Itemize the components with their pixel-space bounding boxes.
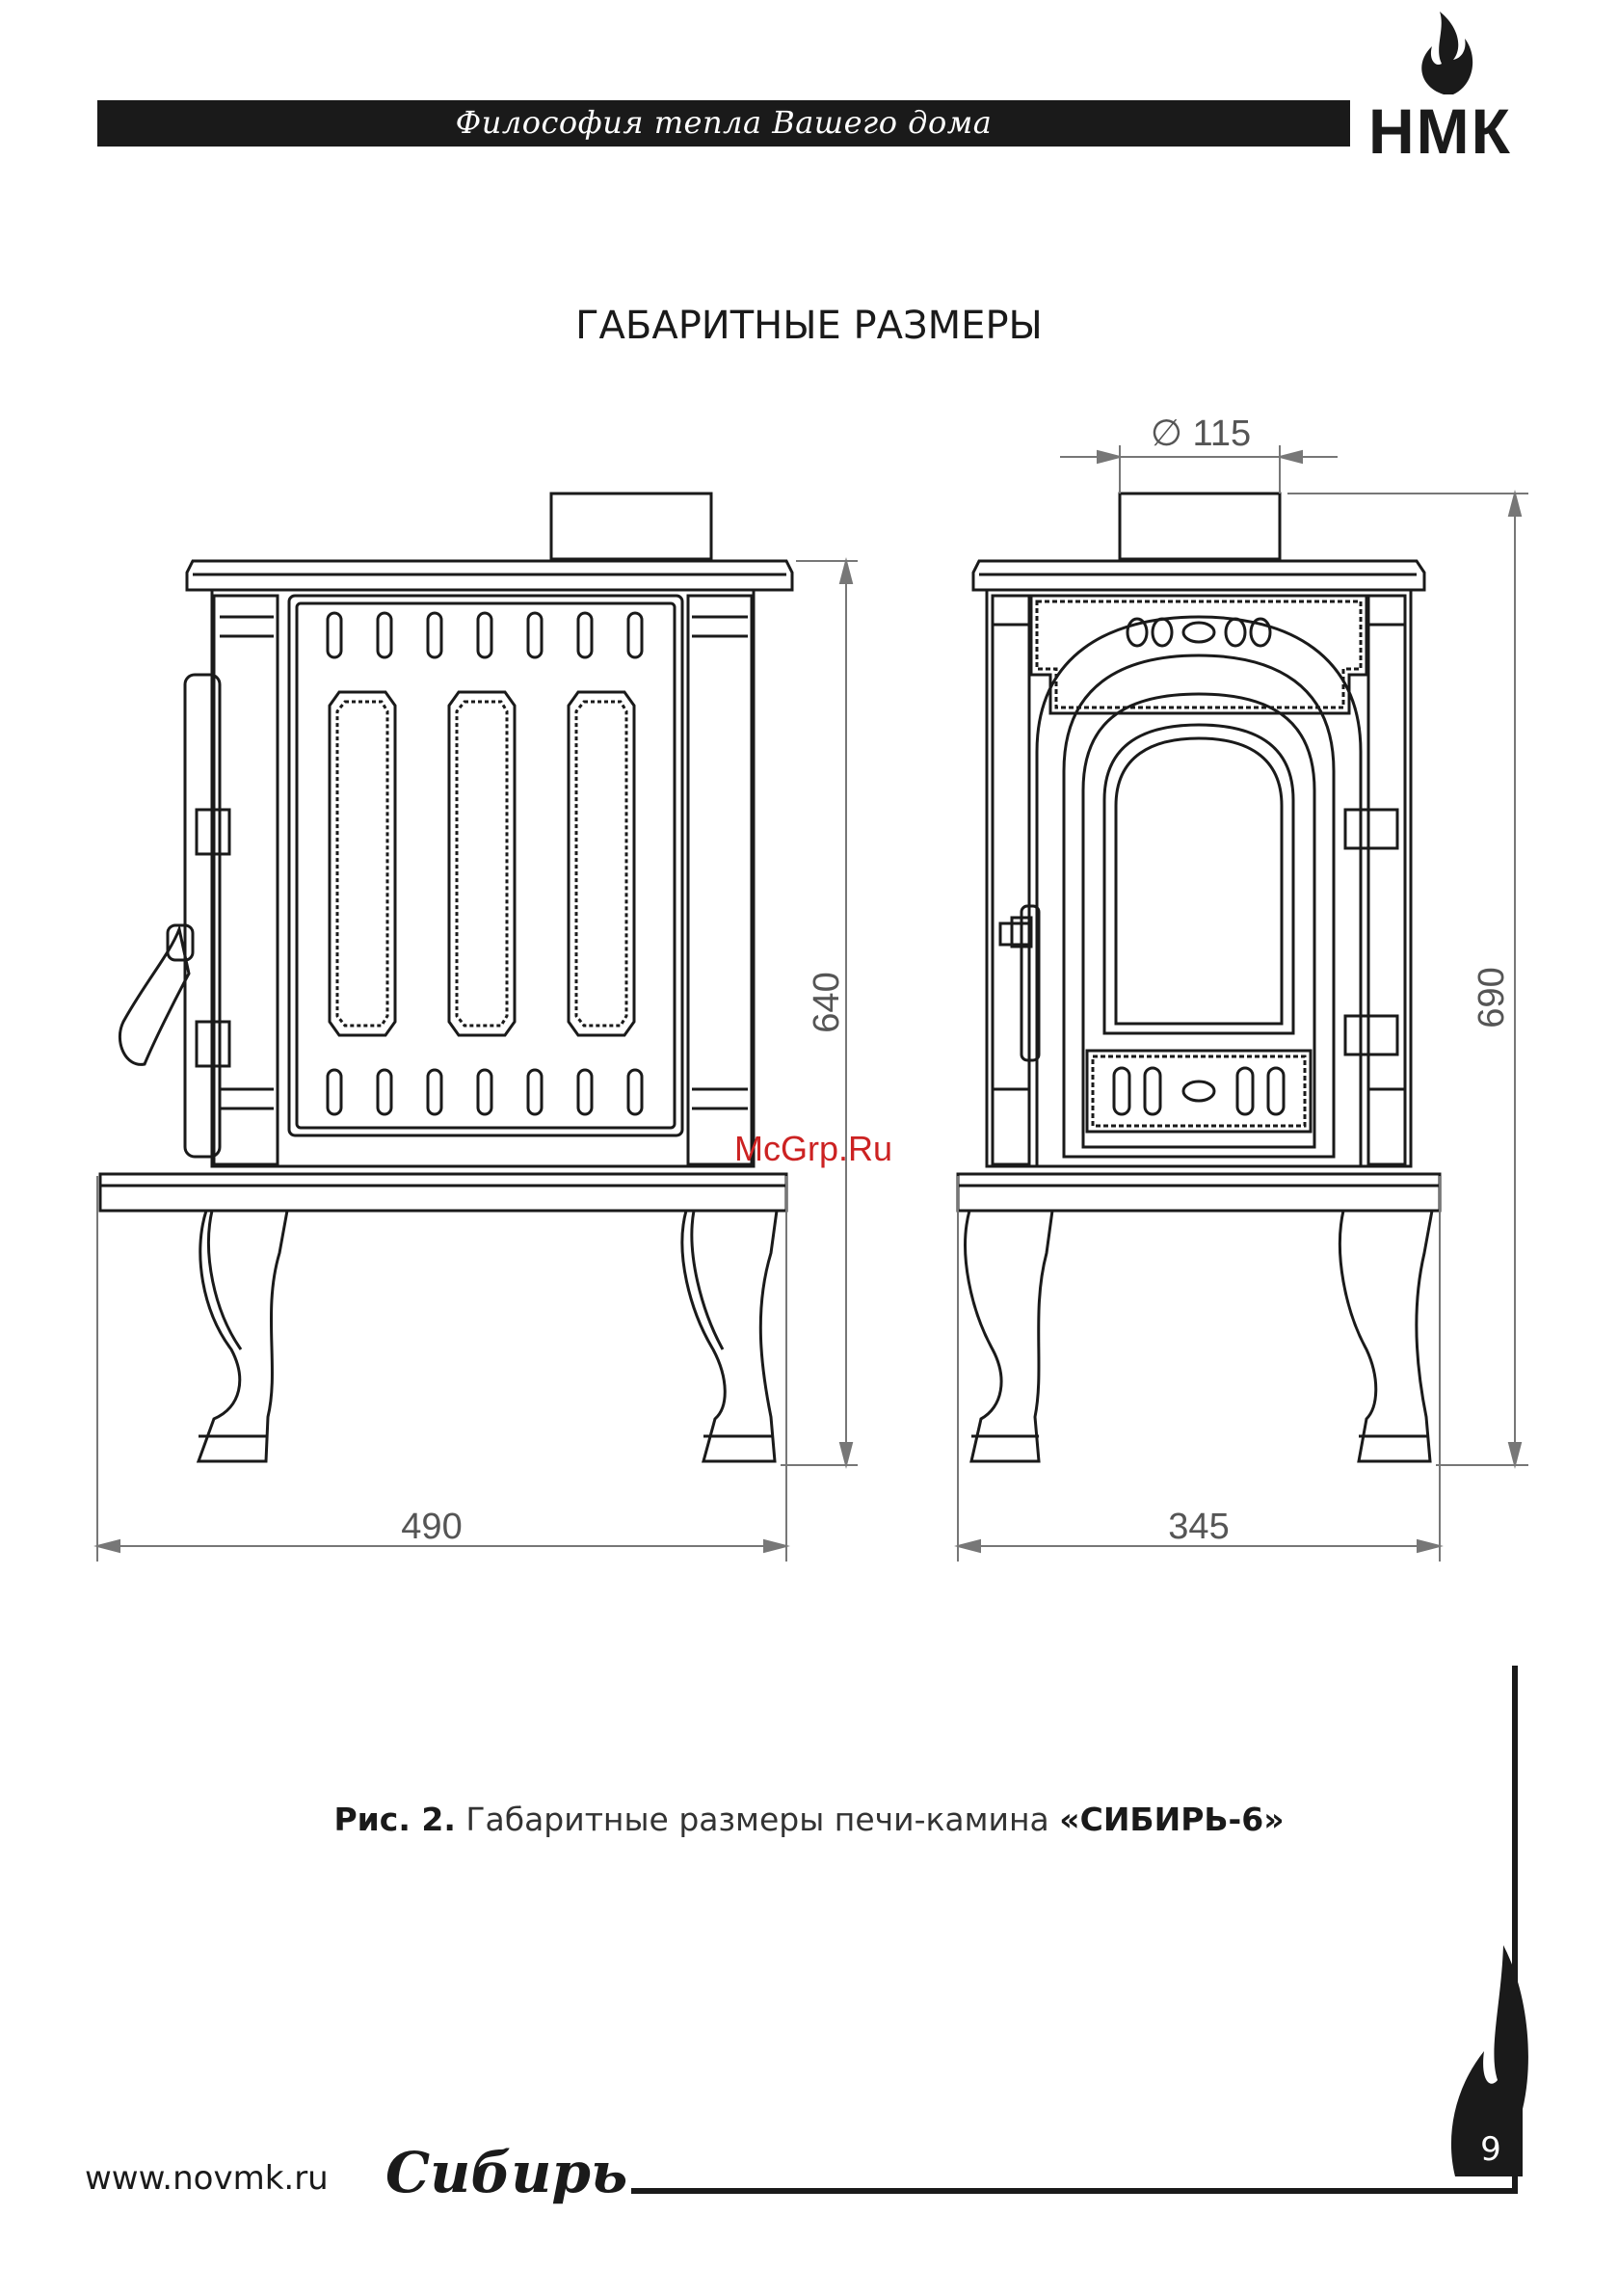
caption-prefix: Рис. 2. bbox=[333, 1801, 455, 1838]
page-title: ГАБАРИТНЫЕ РАЗМЕРЫ bbox=[0, 304, 1618, 348]
front-width-label: 345 bbox=[1168, 1507, 1229, 1547]
footer-divider bbox=[631, 2188, 1518, 2194]
caption-text: Габаритные размеры печи-камина bbox=[465, 1801, 1048, 1838]
header-bar: Философия тепла Вашего дома bbox=[97, 100, 1350, 147]
caption-model: «СИБИРЬ-6» bbox=[1059, 1801, 1284, 1838]
footer-url: www.novmk.ru bbox=[85, 2159, 329, 2198]
flame-logo-icon bbox=[1415, 10, 1482, 96]
page-number: 9 bbox=[1467, 2130, 1515, 2169]
front-dimensions bbox=[958, 445, 1528, 1562]
front-view bbox=[958, 494, 1440, 1461]
watermark-text: McGrp.Ru bbox=[734, 1129, 892, 1168]
footer-brand-logo: Сибирь bbox=[385, 2140, 627, 2205]
header-slogan: Философия тепла Вашего дома bbox=[97, 104, 1350, 141]
side-width-label: 490 bbox=[401, 1507, 462, 1547]
side-height-label: 640 bbox=[807, 972, 847, 1032]
flue-diameter-label: ∅ 115 bbox=[1151, 414, 1251, 454]
front-height-label: 690 bbox=[1472, 967, 1512, 1028]
stove-dimension-drawing: 490 640 345 690 ∅ 115 McGrp.Ru bbox=[0, 386, 1618, 1600]
figure-caption: Рис. 2. Габаритные размеры печи-камина «… bbox=[0, 1801, 1618, 1838]
side-view bbox=[100, 494, 792, 1461]
brand-logo: НМК bbox=[1368, 94, 1512, 168]
